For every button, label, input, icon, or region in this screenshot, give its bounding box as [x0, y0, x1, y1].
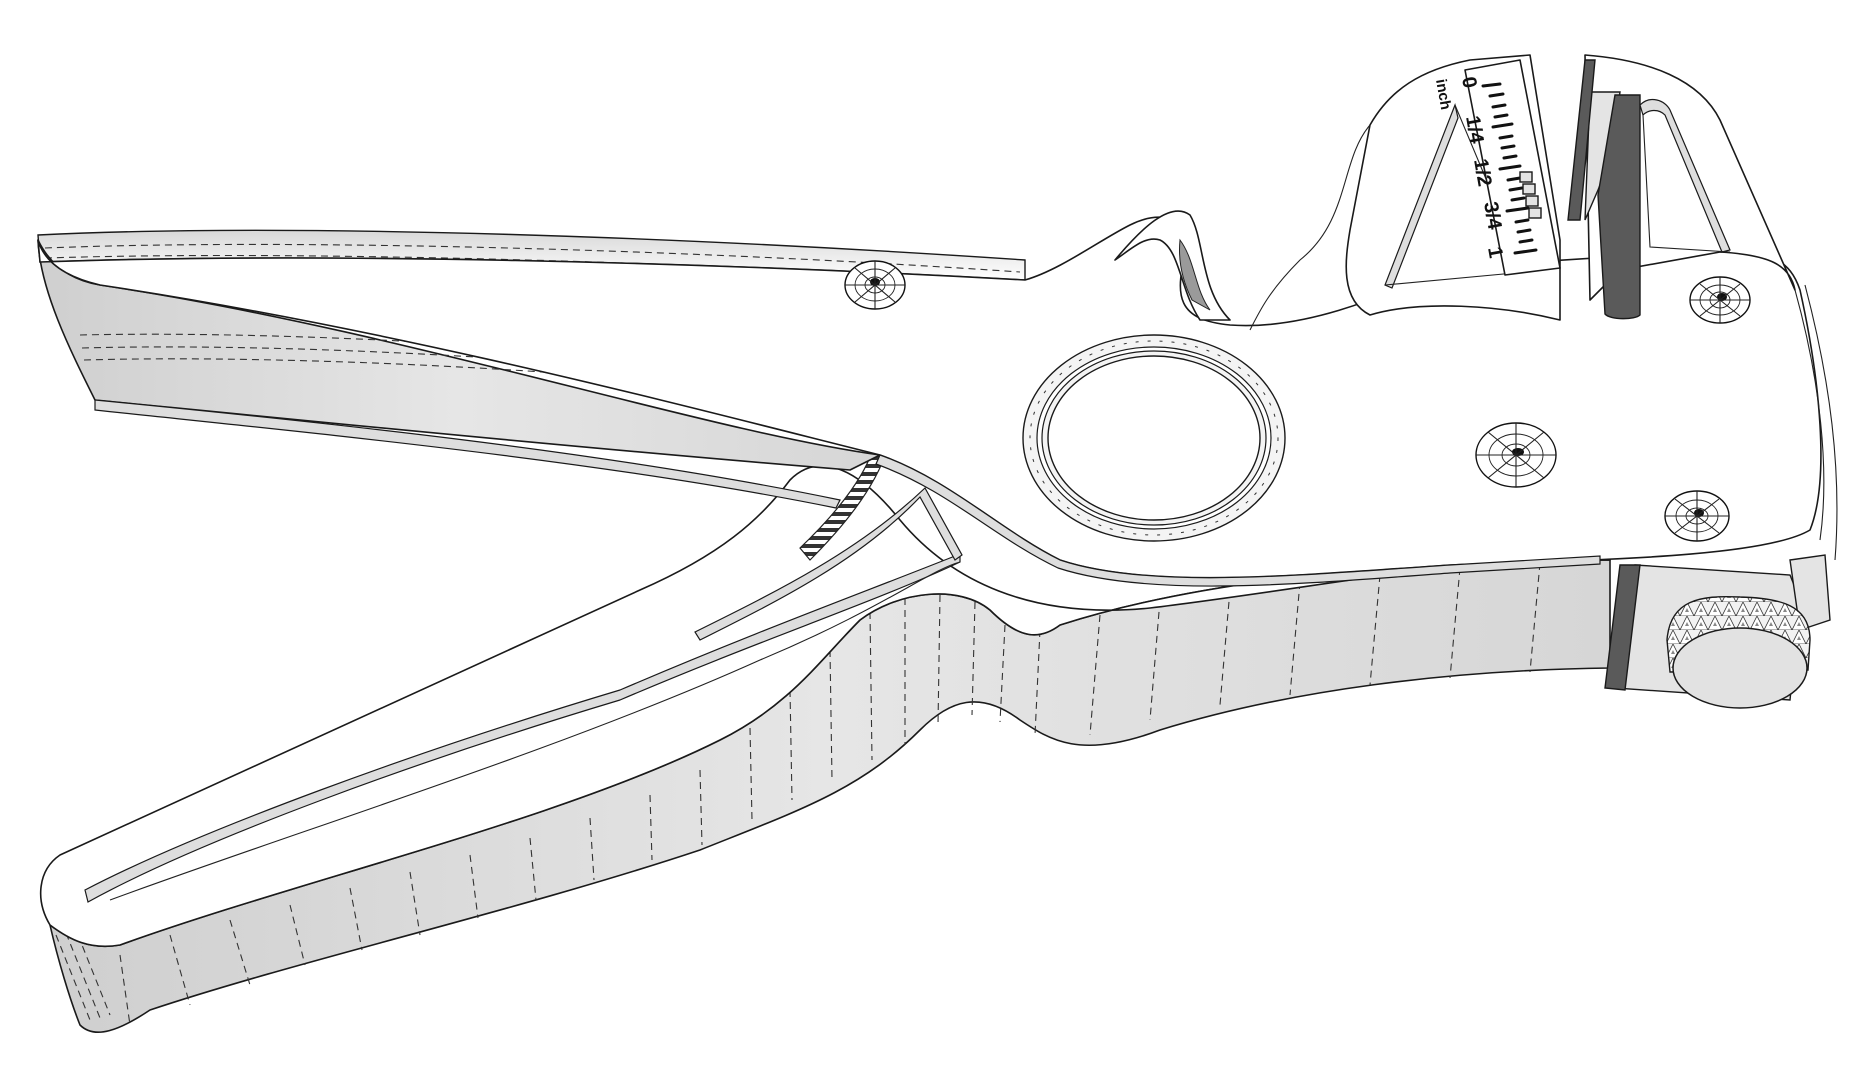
ruler-label-quarter: 1/4: [1461, 114, 1488, 146]
rivet-center: [1475, 422, 1557, 488]
adjustment-knob: [1604, 554, 1831, 709]
ruler-ticks: [1481, 82, 1538, 255]
rivet-upper-handle: [844, 260, 906, 310]
knob-face: [1672, 627, 1808, 709]
upper-handle-edge: [94, 399, 841, 509]
ruler-label-1: 1: [1483, 245, 1507, 260]
ruler-window: [1384, 102, 1459, 289]
lower-handle-facet-lines: [119, 562, 1541, 1026]
knob-mount-edge: [1604, 564, 1641, 691]
rivet-jaw-top: [1689, 276, 1751, 324]
ruler-notches: [1519, 171, 1542, 219]
lower-handle-slot: [694, 487, 963, 641]
jaw-head: inch 0 1/4 1/2 3/4 1: [1114, 54, 1838, 561]
lower-handle-end-cap: [55, 932, 111, 1021]
ruler-labels: inch 0 1/4 1/2 3/4 1: [1432, 75, 1507, 260]
ruler-label-half: 1/2: [1469, 157, 1495, 188]
ruler-unit-label: inch: [1432, 78, 1454, 111]
rivets: [844, 260, 1751, 542]
ruler-label-three-quarter: 3/4: [1479, 200, 1506, 232]
rivet-jaw-bottom: [1664, 490, 1730, 542]
lower-handle: [39, 465, 1611, 1033]
ruler-label-0: 0: [1457, 75, 1481, 90]
pivot-ring: [1022, 334, 1286, 542]
blade-dark-face: [1597, 94, 1641, 320]
